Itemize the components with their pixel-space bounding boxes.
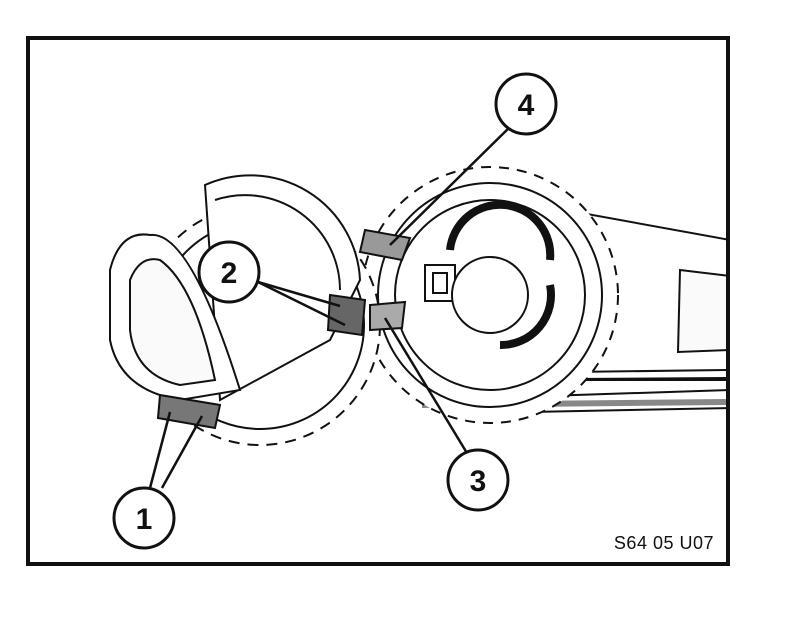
callout-2-label: 2 [221,257,238,290]
callout-4: 4 [494,72,558,136]
callout-1-label: 1 [136,503,153,536]
left-cam [109,233,242,402]
right-gear [361,166,619,424]
callout-2: 2 [197,240,261,304]
callout-4-label: 4 [518,89,535,122]
gear-assembly-illustration: 1 2 3 4 [109,72,726,550]
callout-3-label: 3 [470,465,487,498]
leader-lines [148,121,516,489]
figure-code: S64 05 U07 [613,533,714,553]
figure-frame: 1 2 3 4 S64 05 U07 [26,36,730,566]
callout-3: 3 [446,448,510,512]
callout-1: 1 [112,486,176,550]
